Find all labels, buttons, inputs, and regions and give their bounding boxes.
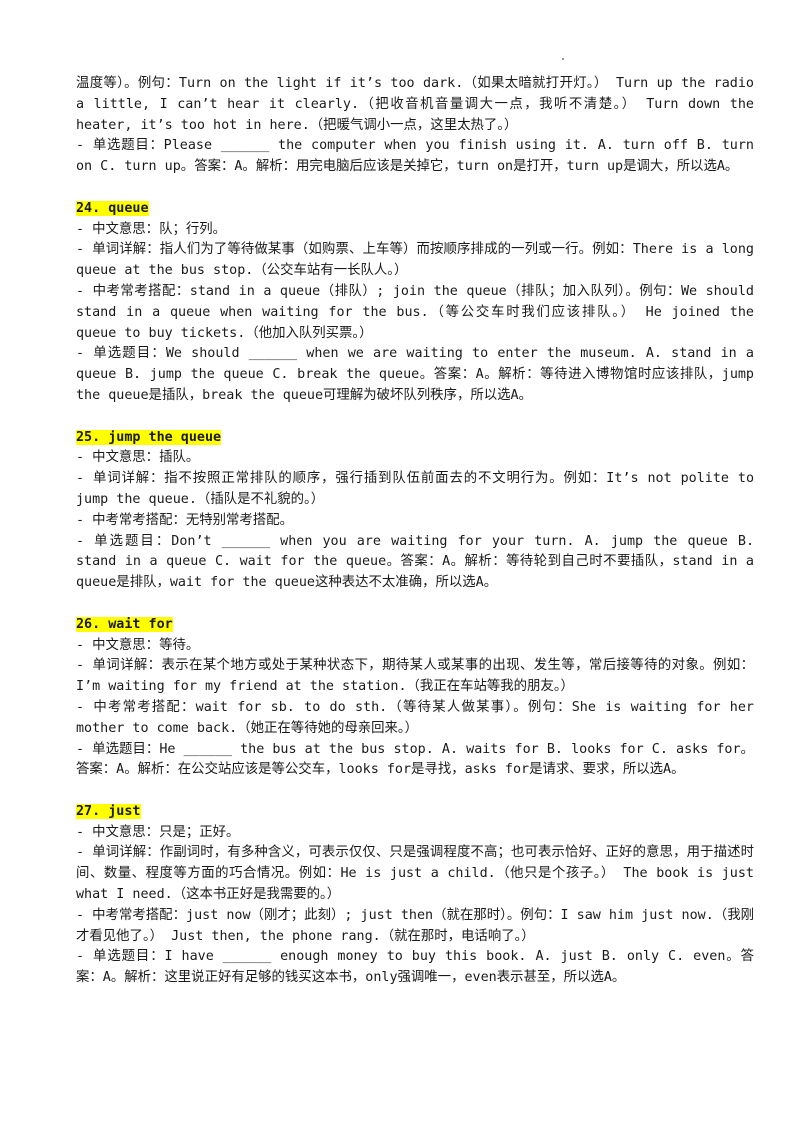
entry-question: - 单选题目：He ______ the bus at the bus stop… — [76, 741, 754, 778]
entry-meaning: - 中文意思：插队。 — [76, 450, 200, 466]
intro-question: - 单选题目：Please ______ the computer when y… — [76, 138, 754, 175]
spacer — [76, 594, 754, 615]
entry-heading: 25. jump the queue — [76, 428, 754, 449]
spacer — [76, 178, 754, 199]
entry-question: - 单选题目：Don’t ______ when you are waiting… — [76, 533, 754, 591]
entry-collocation: - 中考常考搭配：无特别常考搭配。 — [76, 512, 293, 528]
entry-detail: - 单词详解：指人们为了等待做某事（如购票、上车等）而按顺序排成的一列或一行。例… — [76, 242, 754, 279]
entry-heading-highlight: 26. wait for — [76, 616, 173, 632]
intro-paragraph: 温度等）。例句：Turn on the light if it’s too da… — [76, 76, 754, 133]
entry-detail: - 单词详解：作副词时，有多种含义，可表示仅仅、只是强调程度不高；也可表示恰好、… — [76, 845, 754, 903]
entry-question: - 单选题目：I have ______ enough money to buy… — [76, 949, 754, 986]
entry-detail: - 单词详解：表示在某个地方或处于某种状态下，期待某人或某事的出现、发生等，常后… — [76, 658, 754, 695]
entry-collocation: - 中考常考搭配：just now（刚才；此刻）; just then（就在那时… — [76, 907, 754, 944]
entry-heading: 24. queue — [76, 199, 754, 220]
entry-collocation: - 中考常考搭配：stand in a queue（排队）; join the … — [76, 283, 754, 341]
entry-question: - 单选题目：We should ______ when we are wait… — [76, 346, 754, 403]
entry-heading: 27. just — [76, 802, 754, 823]
entry-collocation: - 中考常考搭配：wait for sb. to do sth.（等待某人做某事… — [76, 699, 754, 736]
page-mark — [562, 58, 564, 60]
document-body: 温度等）。例句：Turn on the light if it’s too da… — [76, 74, 754, 989]
entry-meaning: - 中文意思：等待。 — [76, 637, 200, 653]
entry-heading-highlight: 25. jump the queue — [76, 429, 222, 445]
spacer — [76, 781, 754, 802]
entry-heading-highlight: 27. just — [76, 803, 141, 819]
entry-detail: - 单词详解：指不按照正常排队的顺序，强行插到队伍前面去的不文明行为。例如：It… — [76, 471, 754, 507]
entry-heading: 26. wait for — [76, 615, 754, 636]
entry-meaning: - 中文意思：只是；正好。 — [76, 824, 240, 840]
entry-meaning: - 中文意思：队；行列。 — [76, 221, 227, 237]
spacer — [76, 407, 754, 428]
entry-heading-highlight: 24. queue — [76, 200, 149, 216]
